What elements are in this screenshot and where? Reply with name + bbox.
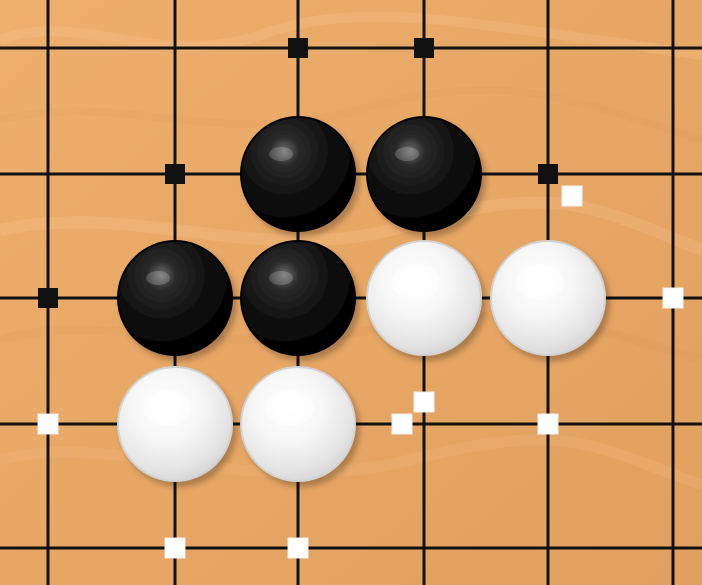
white-territory-marker [538, 414, 558, 434]
black-territory-marker [38, 288, 58, 308]
white-territory-marker [562, 186, 582, 206]
white-territory-marker [414, 392, 434, 412]
white-territory-marker [38, 414, 58, 434]
black-stone [367, 117, 481, 231]
white-stone [367, 241, 481, 355]
black-stone [241, 117, 355, 231]
black-territory-marker [288, 38, 308, 58]
white-territory-marker [392, 414, 412, 434]
white-stone [491, 241, 605, 355]
white-stone [241, 367, 355, 481]
black-stone [118, 241, 232, 355]
white-stone [118, 367, 232, 481]
white-territory-marker [288, 538, 308, 558]
black-territory-marker [165, 164, 185, 184]
black-stone [241, 241, 355, 355]
white-territory-marker [165, 538, 185, 558]
black-territory-marker [538, 164, 558, 184]
white-territory-marker [663, 288, 683, 308]
black-territory-marker [414, 38, 434, 58]
